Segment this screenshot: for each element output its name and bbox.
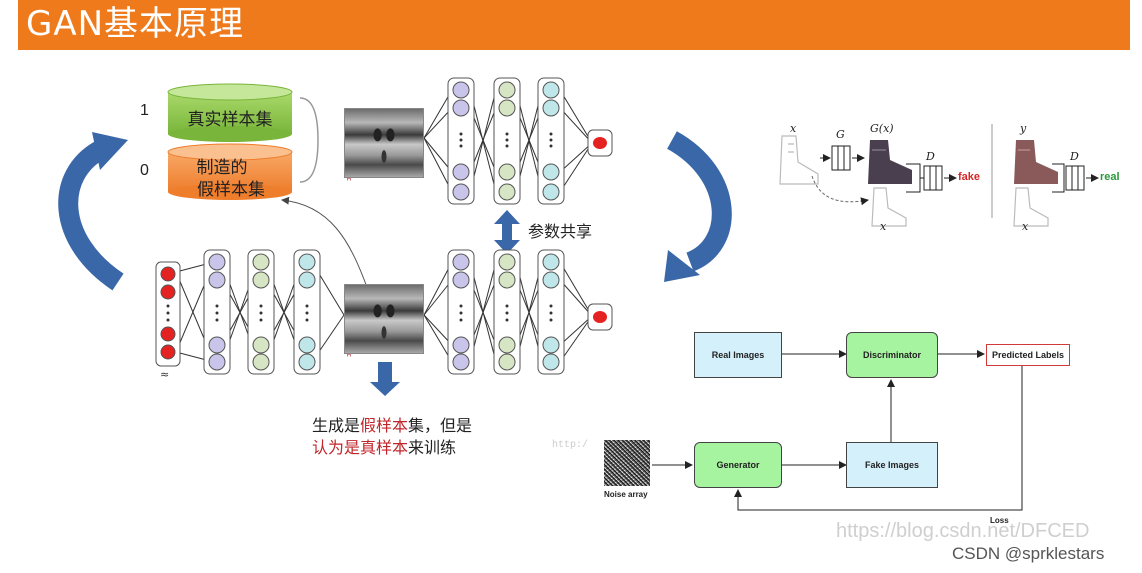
blog-watermark: https://blog.csdn.net/DFCED xyxy=(836,520,1090,542)
label-D2: D xyxy=(1070,150,1079,163)
caption-line-2: 认为是真样本来训练 xyxy=(312,434,456,458)
lower-disc-layer-2 xyxy=(493,249,521,375)
fake-dataset-cylinder xyxy=(167,143,293,200)
label-fake: fake xyxy=(958,171,981,183)
caption-line-1: 生成是假样本集，但是 xyxy=(312,412,472,436)
generated-boot xyxy=(868,140,912,184)
noise-array-image xyxy=(604,440,650,486)
label-x2: x xyxy=(880,220,887,233)
caption-line1-c: 集，但是 xyxy=(408,416,473,435)
cycle-arrow-right xyxy=(666,131,732,272)
discriminator-block-real xyxy=(1065,165,1085,191)
generator-box: Generator xyxy=(694,442,782,488)
label-D: D xyxy=(926,150,935,163)
shared-params-label: 参数共享 xyxy=(528,222,593,241)
real-boot xyxy=(1014,140,1058,184)
gan-illustration xyxy=(779,124,1099,227)
fake-dataset-label-line2: 假样本集 xyxy=(197,180,265,200)
predicted-labels-box: Predicted Labels xyxy=(986,344,1070,366)
loss-label: Loss xyxy=(990,516,1009,525)
label-x3: x xyxy=(1022,220,1029,233)
label-real: real xyxy=(1100,171,1120,183)
input-boot-sketch-copy xyxy=(871,187,907,227)
shared-params-arrow xyxy=(494,210,520,254)
title-banner: GAN基本原理 xyxy=(18,0,1130,50)
svg-text:ꟸ: ꟸ xyxy=(346,352,352,363)
generator-block xyxy=(831,145,851,171)
real-boot-sketch xyxy=(1013,187,1049,227)
real-images-box: Real Images xyxy=(694,332,782,378)
label-y: y xyxy=(1020,122,1027,135)
cycle-arrow-left-head xyxy=(92,132,128,170)
label-x: x xyxy=(790,122,797,135)
csdn-watermark: CSDN @sprklestars xyxy=(952,544,1105,563)
down-arrow xyxy=(370,362,400,396)
label-Gx: G(x) xyxy=(870,122,894,135)
noise-array-label: Noise array xyxy=(604,490,648,499)
real-index: 1 xyxy=(140,102,149,119)
flowchart-arrows xyxy=(652,350,1023,511)
svg-text:≈: ≈ xyxy=(160,368,169,381)
real-face-image xyxy=(344,108,424,178)
caption-line1-a: 生成是 xyxy=(312,416,361,435)
url-fragment: http:/ xyxy=(552,440,589,451)
real-dataset-cylinder xyxy=(167,83,293,142)
input-boot-sketch xyxy=(779,135,819,185)
caption-line1-b: 假样本 xyxy=(360,416,409,435)
lower-output-node xyxy=(587,303,613,331)
generated-sample-arrow xyxy=(281,196,369,291)
generated-face-image xyxy=(344,284,424,354)
fake-dataset-label-line1: 制造的 xyxy=(196,158,248,178)
label-G: G xyxy=(836,128,845,141)
fake-images-box: Fake Images xyxy=(846,442,938,488)
cycle-arrow-right-head xyxy=(664,250,700,282)
real-dataset-label: 真实样本集 xyxy=(187,110,273,130)
cycle-arrow-left xyxy=(58,141,124,291)
discriminator-box: Discriminator xyxy=(846,332,938,378)
dataset-bracket xyxy=(299,97,319,183)
fake-index: 0 xyxy=(140,162,149,179)
caption-line2-a: 认为是真样本 xyxy=(312,438,409,457)
caption-line2-b: 来训练 xyxy=(408,438,457,457)
upper-output-node xyxy=(587,129,613,157)
discriminator-block-fake xyxy=(923,165,943,191)
svg-text:ꟸ: ꟸ xyxy=(346,176,352,187)
page-title: GAN基本原理 xyxy=(26,4,245,44)
